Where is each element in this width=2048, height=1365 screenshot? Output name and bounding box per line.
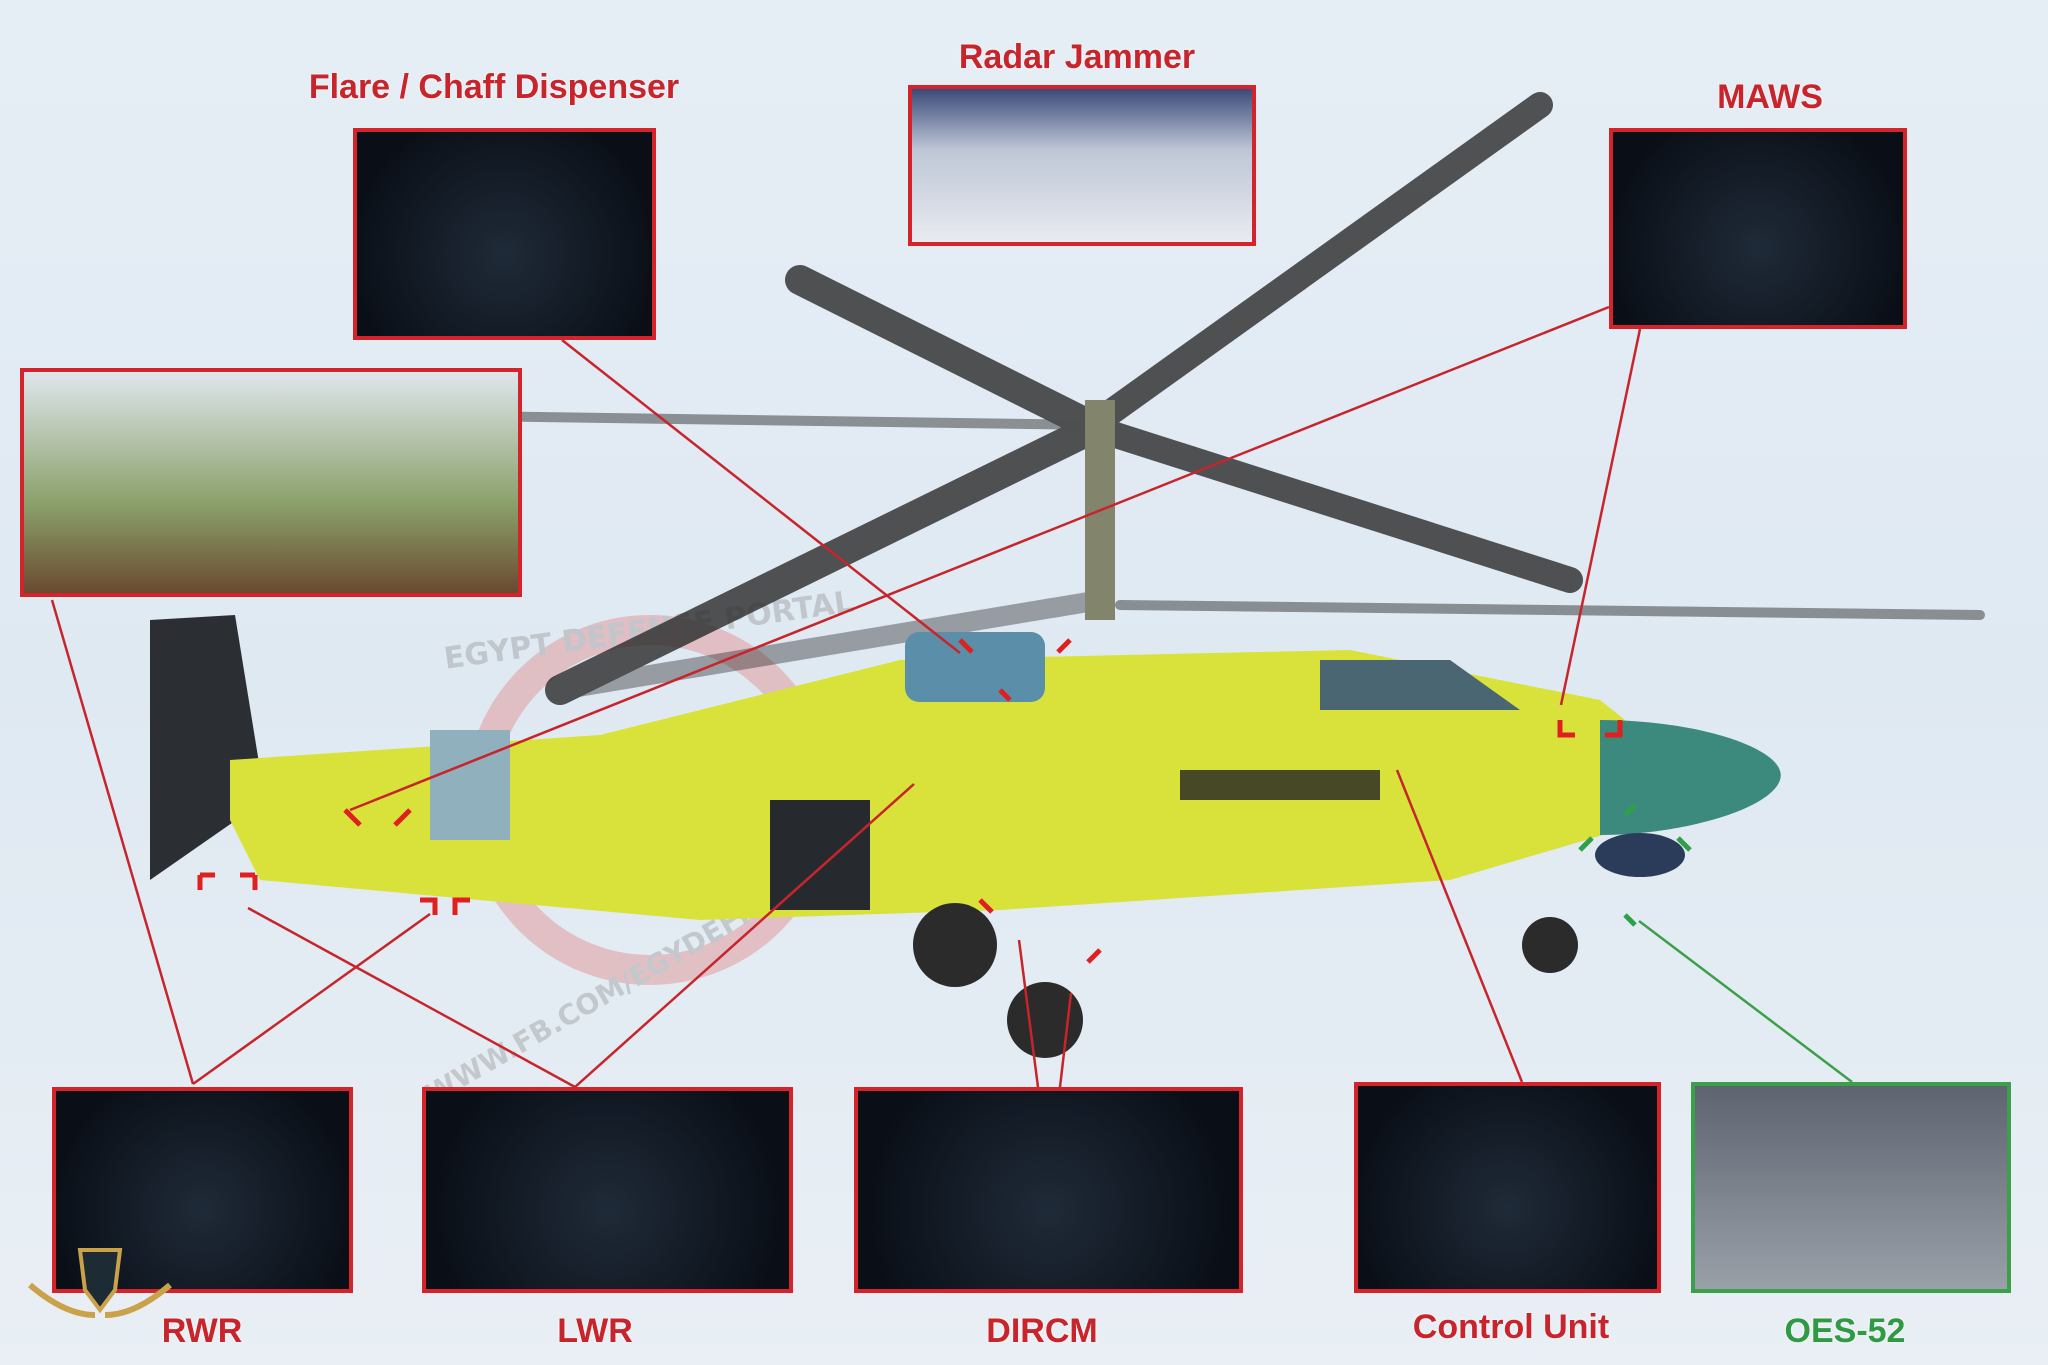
callout-lines bbox=[50, 305, 1853, 1089]
label-flare-chaff: Flare / Chaff Dispenser bbox=[308, 68, 680, 106]
radar-jammer-image bbox=[908, 85, 1256, 246]
oes-52-image bbox=[1691, 1082, 2011, 1293]
label-radar-jammer: Radar Jammer bbox=[958, 38, 1196, 76]
label-maws: MAWS bbox=[1717, 78, 1823, 116]
label-oes-52: OES-52 bbox=[1784, 1312, 1906, 1350]
helicopter-photo-inset bbox=[20, 368, 522, 597]
arab-defense-forum-logo bbox=[10, 1245, 190, 1360]
rotor-blades bbox=[395, 92, 1985, 705]
lwr-image bbox=[422, 1087, 793, 1293]
shield-wings-icon bbox=[28, 1248, 172, 1318]
dircm-image bbox=[854, 1087, 1243, 1293]
label-control-unit: Control Unit bbox=[1412, 1308, 1610, 1346]
label-dircm: DIRCM bbox=[986, 1312, 1098, 1350]
target-markers bbox=[197, 638, 1623, 964]
helicopter-body bbox=[150, 615, 1781, 1058]
control-unit-image bbox=[1354, 1082, 1661, 1293]
label-lwr: LWR bbox=[557, 1312, 633, 1350]
label-rwr: RWR bbox=[161, 1312, 243, 1350]
oes-marker bbox=[1578, 803, 1692, 927]
maws-image bbox=[1609, 128, 1907, 329]
flare-chaff-image bbox=[353, 128, 656, 340]
